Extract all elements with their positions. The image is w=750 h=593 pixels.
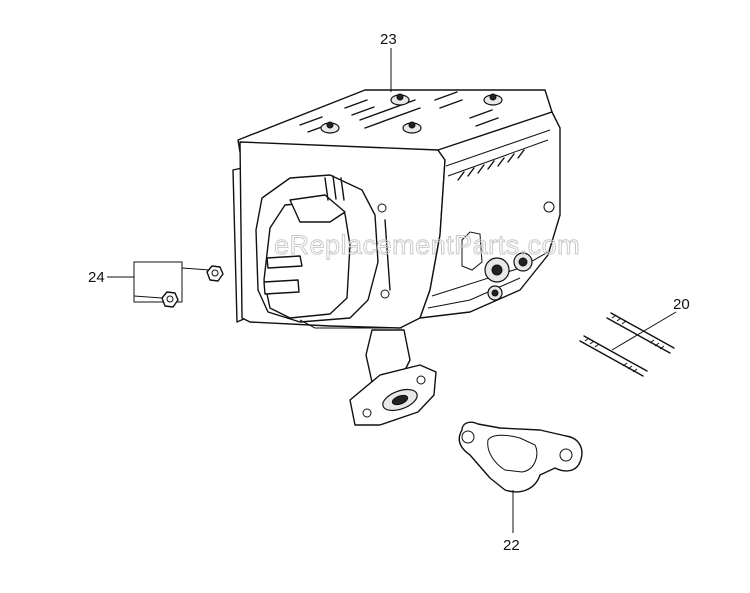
muffler-assembly — [232, 89, 561, 426]
part-22-gasket: 22 — [458, 421, 583, 554]
callout-label-23: 23 — [380, 31, 397, 48]
callout-23: 23 — [380, 31, 397, 92]
callout-label-22: 22 — [503, 537, 520, 554]
part-24-nuts: 24 — [88, 261, 224, 308]
part-20-studs: 20 — [579, 296, 690, 377]
callout-label-20: 20 — [673, 296, 690, 313]
callout-label-24: 24 — [88, 269, 105, 286]
watermark-text: eReplacementParts.com — [274, 230, 580, 260]
top-bolts — [320, 93, 503, 134]
